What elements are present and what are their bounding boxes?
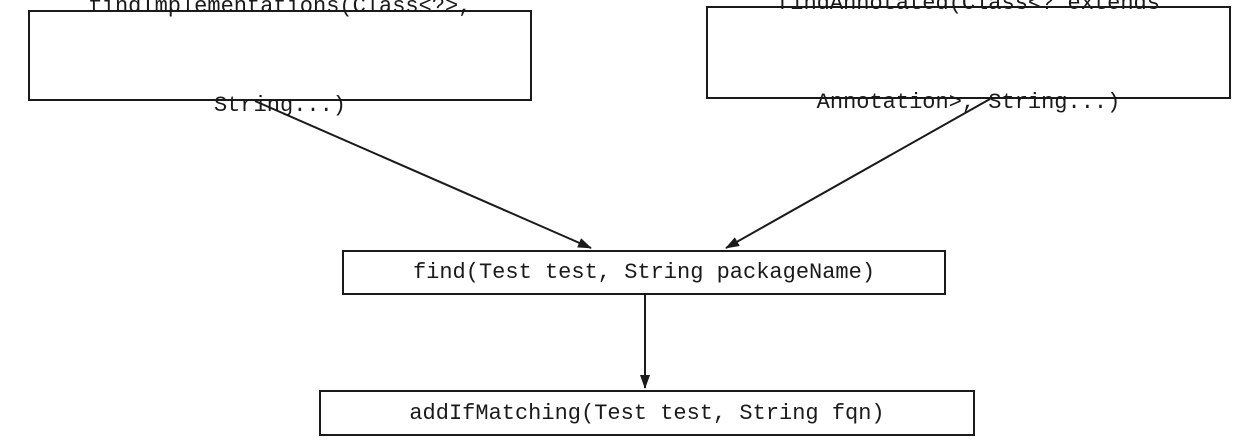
add-if-matching-node: addIfMatching(Test test, String fqn) <box>319 390 975 436</box>
find-annotated-line-1: findAnnotated(Class<? extends <box>777 0 1160 16</box>
find-annotated-line-2: Annotation>, String...) <box>816 89 1121 115</box>
edge-find-implementations-to-find <box>254 100 592 249</box>
find-implementations-node: findImplementations(Class<?>, String...) <box>28 0 532 118</box>
find-node: find(Test test, String packageName) <box>342 250 946 295</box>
find-label: find(Test test, String packageName) <box>412 260 876 285</box>
add-if-matching-label: addIfMatching(Test test, String fqn) <box>409 400 885 426</box>
find-annotated-node: findAnnotated(Class<? extends Annotation… <box>706 0 1231 115</box>
edge-find-annotated-to-find <box>725 98 991 249</box>
find-implementations-line-1: findImplementations(Class<?>, <box>88 0 472 19</box>
find-implementations-line-2: String...) <box>213 92 347 118</box>
